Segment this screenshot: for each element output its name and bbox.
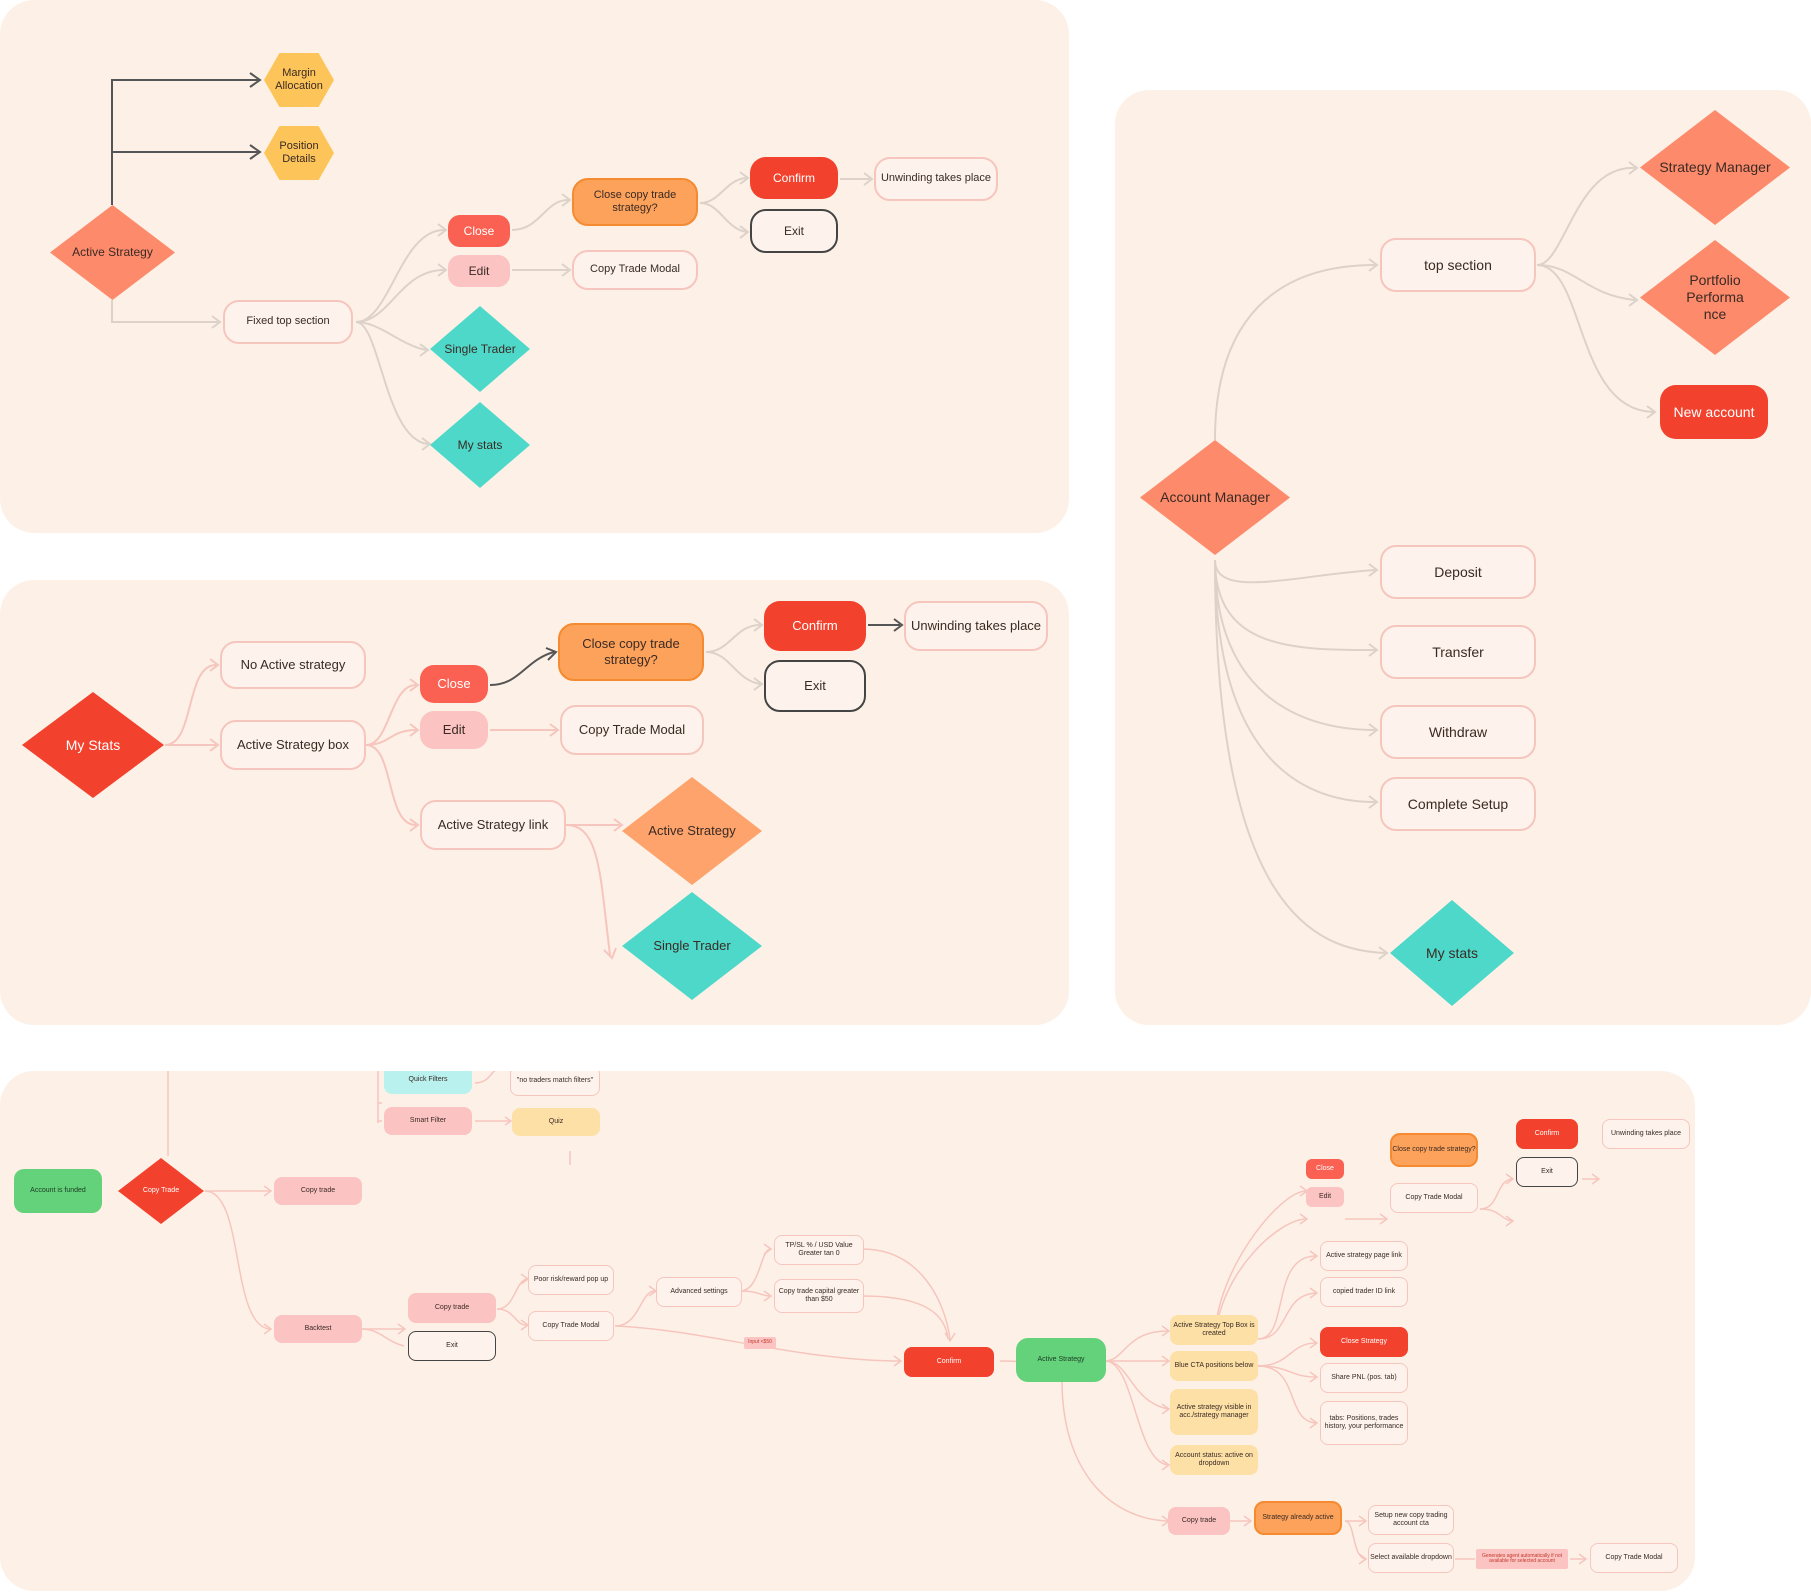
transfer-node: Transfer: [1380, 625, 1536, 679]
tpsl-node: TP/SL % / USD Value Greater tan 0: [774, 1235, 864, 1265]
deposit-node: Deposit: [1380, 545, 1536, 599]
copy-trade-modal-mid-node: Copy Trade Modal: [528, 1311, 614, 1341]
blue-cta-node: Blue CTA positions below: [1170, 1351, 1258, 1381]
visible-node: Active strategy visible in acc./strategy…: [1170, 1389, 1258, 1435]
poor-risk-node: Poor risk/reward pop up: [528, 1265, 614, 1295]
margin-allocation-node: Margin Allocation: [264, 53, 334, 107]
confirm-right-node: Confirm: [1516, 1119, 1578, 1149]
edit-node: Edit: [1306, 1187, 1344, 1207]
copy-trade-modal-bottom-node: Copy Trade Modal: [1590, 1543, 1678, 1573]
copy-trade-bottom-node: Copy trade: [1168, 1507, 1230, 1535]
page-link-node: Active strategy page link: [1320, 1241, 1408, 1271]
copy-trade-modal-right-node: Copy Trade Modal: [1390, 1183, 1478, 1213]
backtest-node: Backtest: [274, 1315, 362, 1343]
active-strategy-node: Active Strategy: [1016, 1338, 1106, 1382]
exit-mid-node: Exit: [408, 1331, 496, 1361]
quick-filters-node: Quick Filters: [384, 1071, 472, 1094]
status-node: Account status: active on dropdown: [1170, 1445, 1258, 1475]
active-strategy-link-node: Active Strategy link: [420, 800, 566, 850]
copy-trade-mid-node: Copy trade: [408, 1293, 496, 1323]
quiz-node: Quiz: [512, 1108, 600, 1136]
agent-note-tag: Generates agent automatically if not ava…: [1476, 1549, 1568, 1569]
close-strategy-node: Close Strategy: [1320, 1327, 1408, 1357]
top-box-node: Active Strategy Top Box is created: [1170, 1315, 1258, 1345]
confirm-node: Confirm: [904, 1347, 994, 1377]
close-node: Close: [420, 665, 488, 703]
active-strategy-box-node: Active Strategy box: [220, 720, 366, 770]
no-traders-match-node: "no traders match filters": [510, 1071, 600, 1096]
flow-panel-copy-trade: Quick Filters "no traders match filters"…: [0, 1071, 1695, 1591]
advanced-settings-node: Advanced settings: [656, 1277, 742, 1307]
close-copy-trade-node: Close copy trade strategy?: [1390, 1133, 1478, 1167]
new-account-node: New account: [1660, 385, 1768, 439]
input-tag: Input <$50: [744, 1337, 776, 1349]
close-node: Close: [448, 215, 510, 247]
copy-trade-top-node: Copy trade: [274, 1177, 362, 1205]
unwinding-node: Unwinding takes place: [1602, 1119, 1690, 1149]
close-node: Close: [1306, 1159, 1344, 1179]
smart-filter-node: Smart Filter: [384, 1107, 472, 1135]
position-details-node: Position Details: [264, 126, 334, 180]
connector-lines: [111, 72, 874, 451]
fixed-top-section-node: Fixed top section: [223, 300, 353, 344]
confirm-node: Confirm: [750, 157, 838, 199]
close-copy-trade-node: Close copy trade strategy?: [558, 623, 704, 681]
copy-trade-modal-node: Copy Trade Modal: [572, 250, 698, 290]
connector-lines: [1214, 161, 1657, 960]
edit-node: Edit: [420, 711, 488, 749]
flow-panel-active-strategy: Active Strategy Margin Allocation Positi…: [0, 0, 1069, 533]
no-active-strategy-node: No Active strategy: [220, 641, 366, 689]
copied-id-node: copied trader ID link: [1320, 1277, 1408, 1307]
connector-lines: [167, 1071, 1601, 1565]
unwinding-node: Unwinding takes place: [874, 157, 998, 201]
setup-new-node: Setup new copy trading account cta: [1368, 1505, 1454, 1535]
unwinding-node: Unwinding takes place: [904, 601, 1048, 651]
share-pnl-node: Share PNL (pos. tab): [1320, 1363, 1408, 1393]
complete-setup-node: Complete Setup: [1380, 777, 1536, 831]
withdraw-node: Withdraw: [1380, 705, 1536, 759]
account-funded-node: Account is funded: [14, 1169, 102, 1213]
connector-lines: [164, 618, 904, 960]
edit-node: Edit: [448, 255, 510, 287]
already-active-node: Strategy already active: [1254, 1501, 1342, 1535]
flow-panel-account-manager: Account Manager top section Strategy Man…: [1115, 90, 1811, 1025]
exit-right-node: Exit: [1516, 1157, 1578, 1187]
exit-node: Exit: [750, 209, 838, 253]
exit-node: Exit: [764, 660, 866, 712]
top-section-node: top section: [1380, 238, 1536, 292]
flow-panel-my-stats: My Stats No Active strategy Active Strat…: [0, 580, 1069, 1025]
confirm-node: Confirm: [764, 601, 866, 651]
tabs-node: tabs: Positions, trades history, your pe…: [1320, 1401, 1408, 1445]
capital-node: Copy trade capital greater than $50: [774, 1279, 864, 1313]
copy-trade-modal-node: Copy Trade Modal: [560, 705, 704, 755]
close-copy-trade-node: Close copy trade strategy?: [572, 178, 698, 226]
select-available-node: Select available dropdown: [1368, 1543, 1454, 1573]
